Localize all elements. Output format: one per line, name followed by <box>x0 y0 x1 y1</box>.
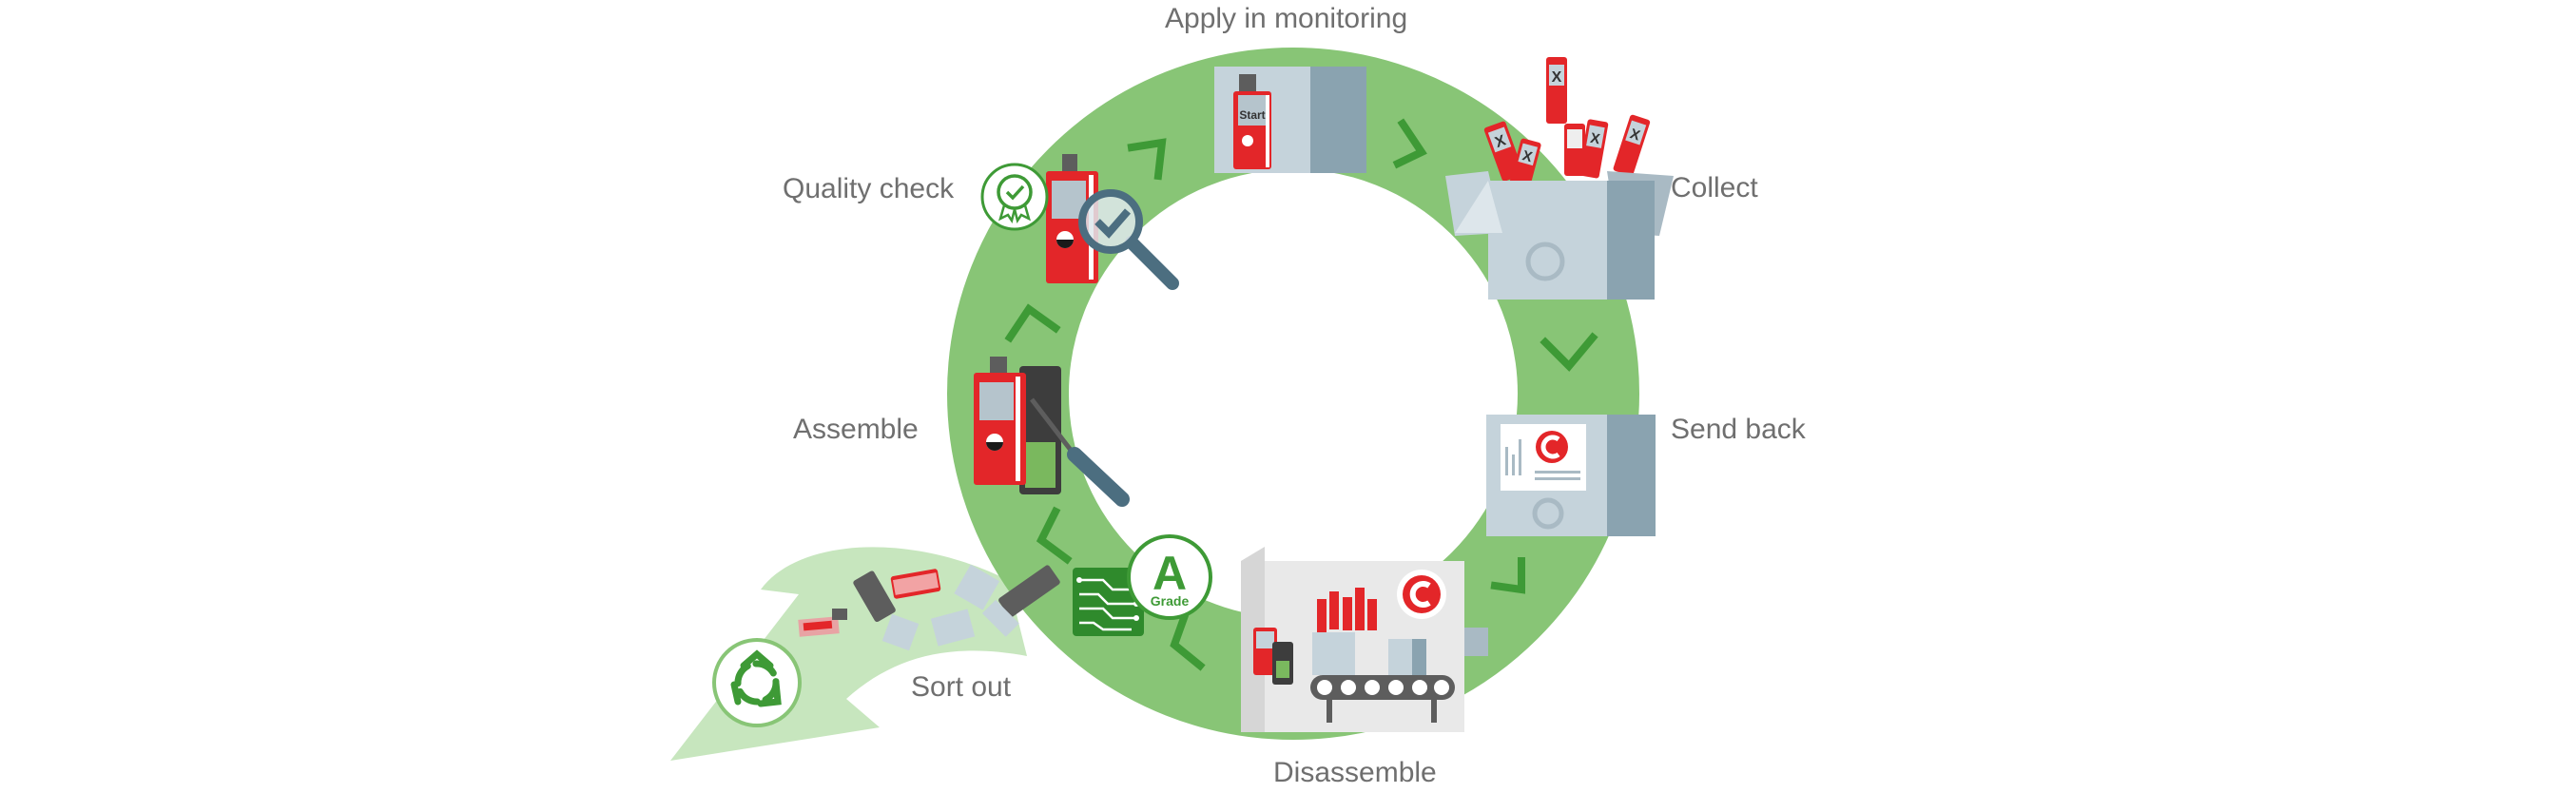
cycle-chevrons <box>1004 118 1598 671</box>
start-logger-icon: Start <box>1214 67 1366 173</box>
x-mark: X <box>1589 130 1601 147</box>
grade-letter: A <box>1152 547 1187 600</box>
label-apply-in-monitoring: Apply in monitoring <box>1165 3 1408 34</box>
label-quality-check: Quality check <box>783 173 955 204</box>
assemble-logger-icon <box>974 357 1061 494</box>
start-label: Start <box>1239 108 1265 122</box>
circuit-board-icon <box>1073 568 1144 636</box>
magnifier-icon <box>1078 189 1179 290</box>
disassembly-machine-icon <box>1241 547 1488 732</box>
screwdriver-icon <box>1030 397 1130 507</box>
label-sort-out: Sort out <box>911 671 1012 703</box>
sort-out-debris <box>798 564 1060 651</box>
x-mark: X <box>1628 126 1642 144</box>
label-collect: Collect <box>1671 172 1758 203</box>
label-assemble: Assemble <box>793 414 919 445</box>
label-disassemble: Disassemble <box>1273 757 1437 788</box>
send-back-box-icon <box>1486 415 1656 536</box>
grade-word: Grade <box>1151 593 1190 609</box>
x-mark: X <box>1520 147 1534 165</box>
quality-badge-icon <box>980 163 1049 231</box>
grade-a-badge-icon: A Grade <box>1127 534 1212 620</box>
label-send-back: Send back <box>1671 414 1806 445</box>
collect-box-icon: X X X X X <box>1445 57 1674 300</box>
recycle-symbol-box <box>1525 242 1565 281</box>
recycle-icon <box>712 638 802 727</box>
x-mark: X <box>1552 69 1562 86</box>
